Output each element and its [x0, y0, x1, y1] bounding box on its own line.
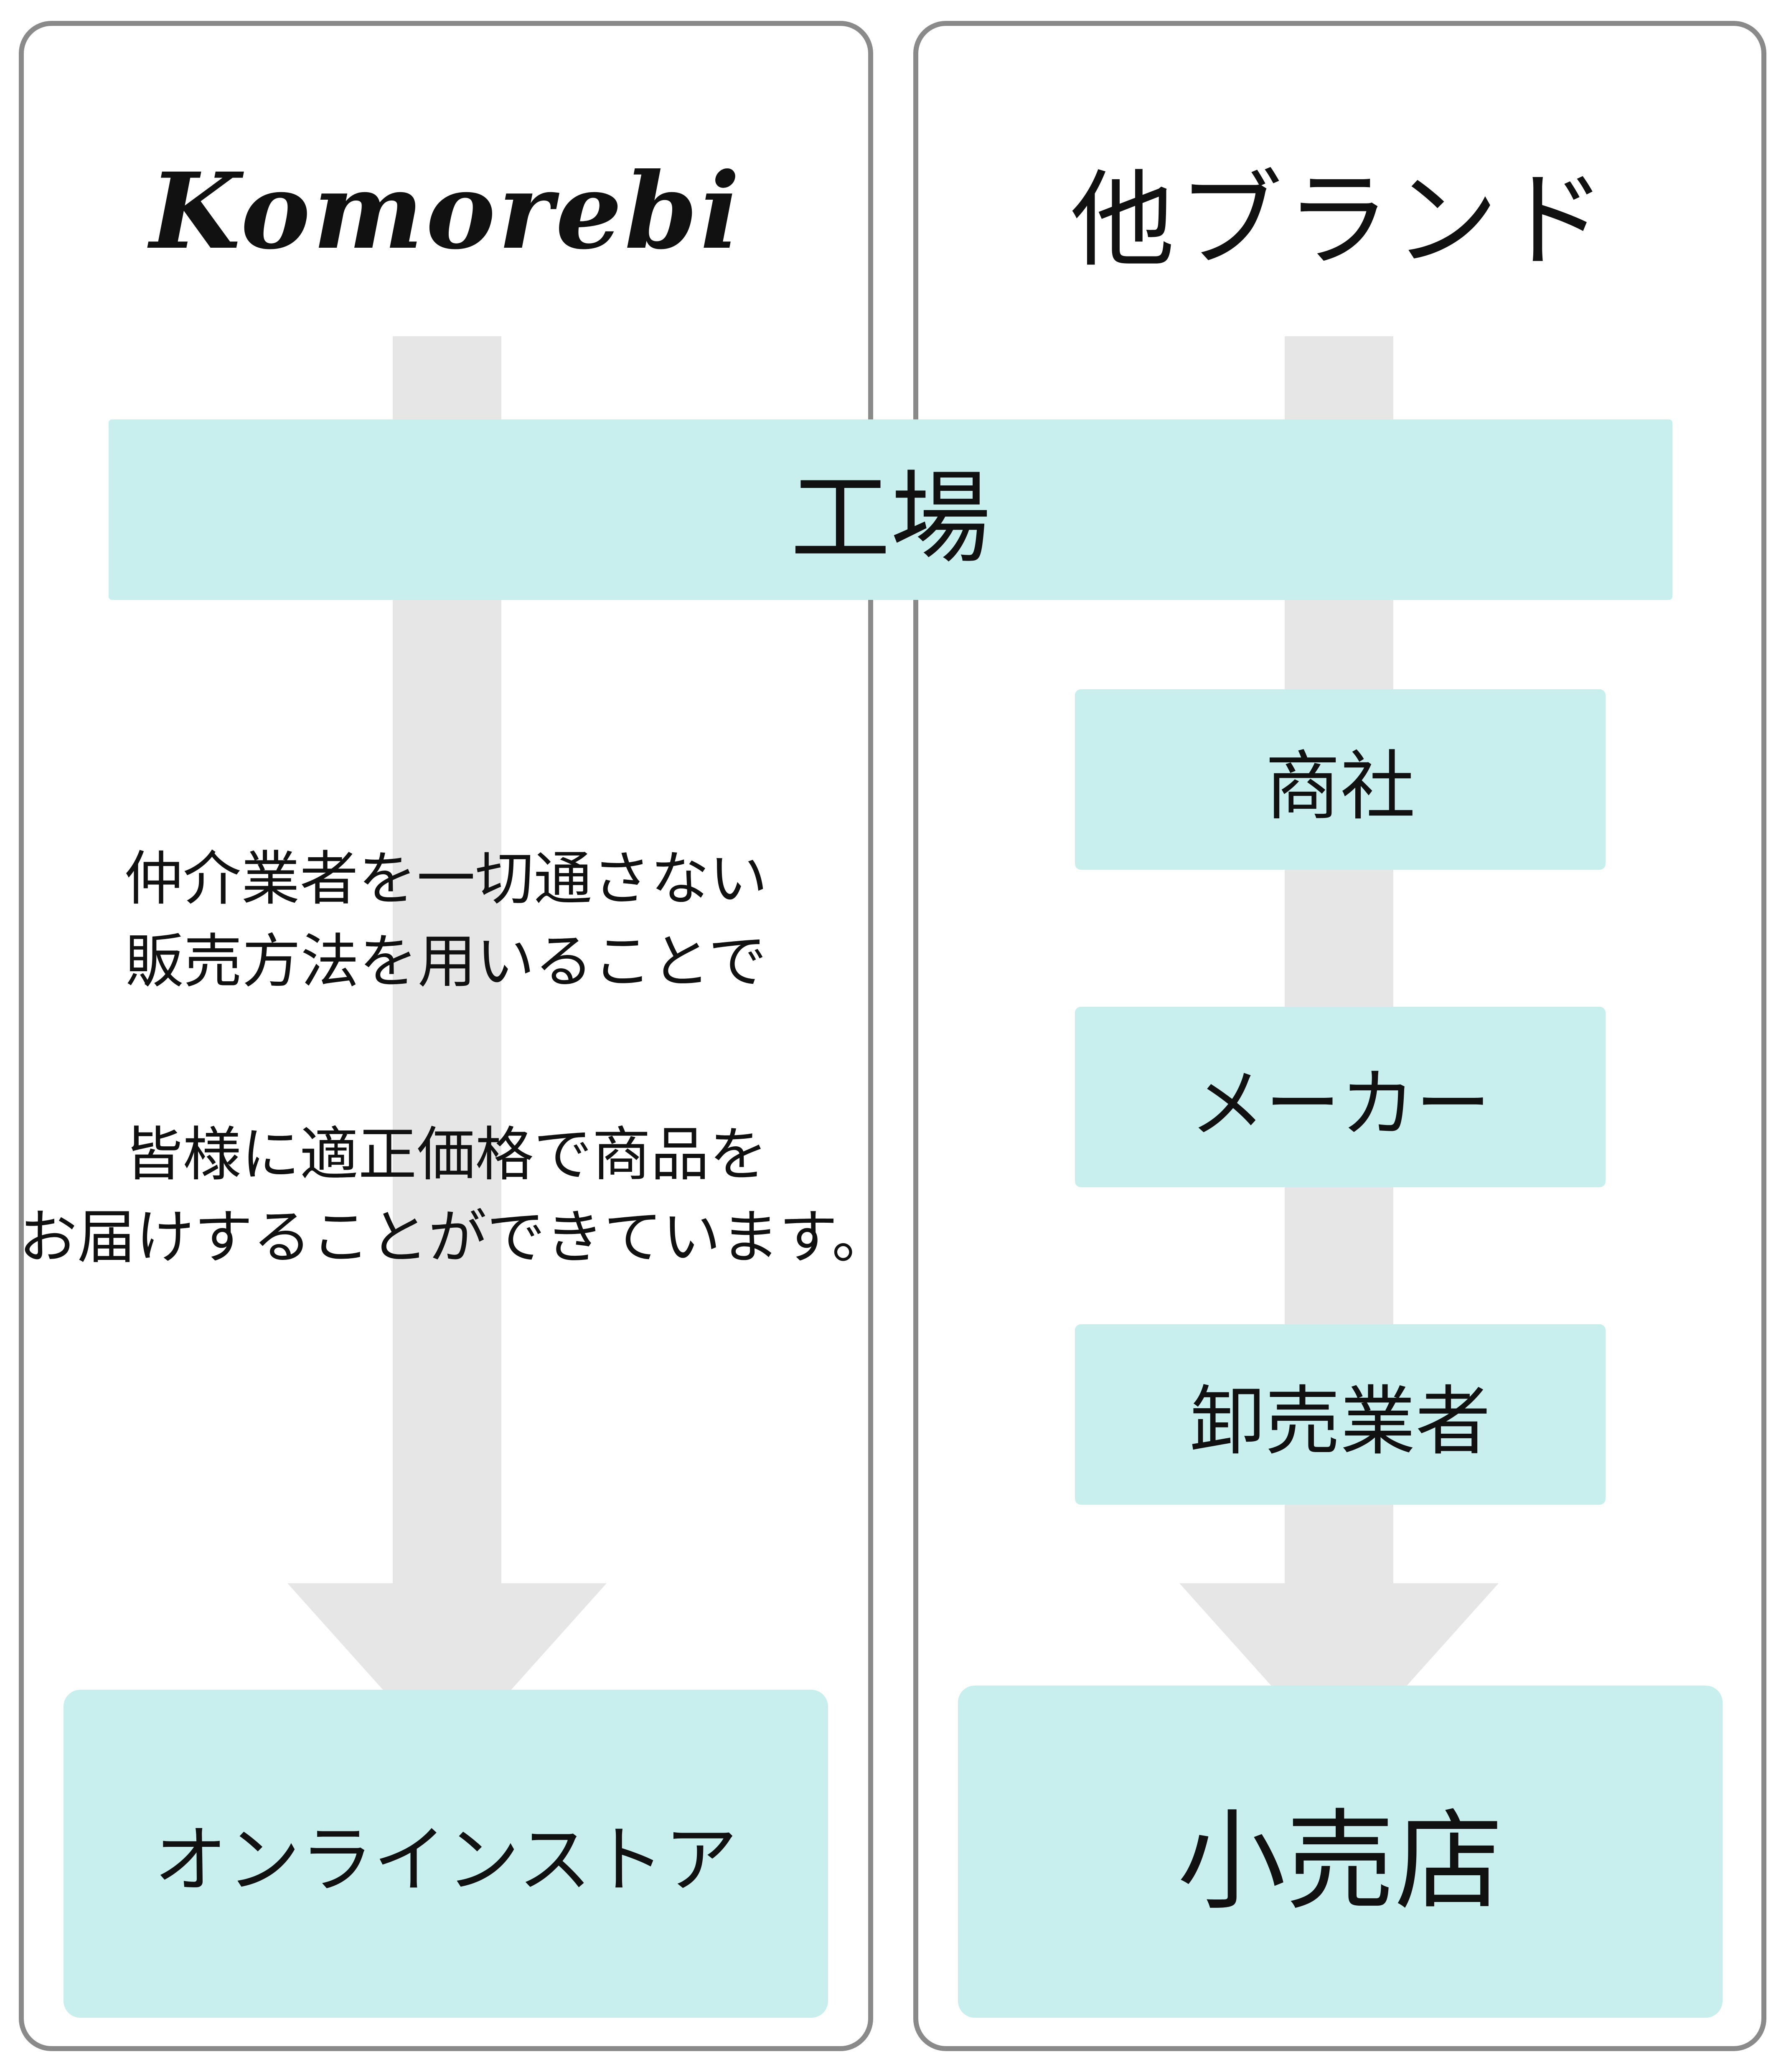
note-line: 皆様に適正価格で商品を [124, 1121, 768, 1189]
online-store-label: オンラインストア [154, 1818, 738, 1903]
trading-company-label: 商社 [1265, 743, 1415, 830]
no-middleman-note: 仲介業者を一切通さない 販売方法を用いることで [19, 838, 873, 1003]
wholesaler-label: 卸売業者 [1189, 1378, 1491, 1465]
fair-price-note: 皆様に適正価格で商品を お届けすることができています。 [19, 1114, 891, 1279]
factory-label: 工場 [790, 460, 991, 577]
retail-store-label: 小売店 [1177, 1799, 1503, 1925]
other-brands-heading: 他ブランド [1070, 160, 1609, 281]
note-line: 仲介業者を一切通さない [124, 845, 768, 913]
komorebi-heading: Komorebi [150, 150, 742, 272]
online-store-box: オンラインストア [64, 1690, 828, 2018]
retail-store-box: 小売店 [958, 1686, 1723, 2018]
maker-label: メーカー [1189, 1060, 1491, 1148]
trading-company-box: 商社 [1075, 689, 1606, 870]
note-line: 販売方法を用いることで [125, 928, 767, 996]
maker-box: メーカー [1075, 1007, 1606, 1187]
factory-box: 工場 [109, 419, 1672, 600]
wholesaler-box: 卸売業者 [1075, 1324, 1606, 1505]
note-line: お届けすることができています。 [19, 1204, 891, 1272]
